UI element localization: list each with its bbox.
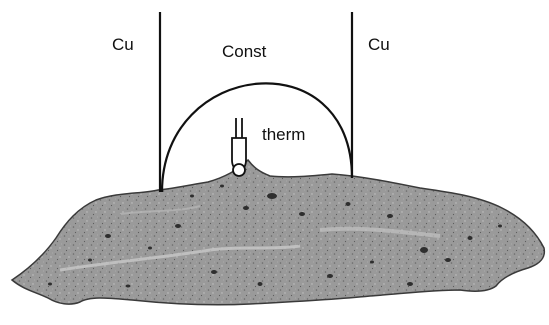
arc-wire-label: Const xyxy=(222,42,267,61)
probe-label: therm xyxy=(262,125,305,144)
left-wire-label: Cu xyxy=(112,35,134,54)
specimen-body xyxy=(12,160,544,305)
specimen xyxy=(12,160,544,305)
right-wire-label: Cu xyxy=(368,35,390,54)
thermistor-probe-icon xyxy=(232,118,246,176)
